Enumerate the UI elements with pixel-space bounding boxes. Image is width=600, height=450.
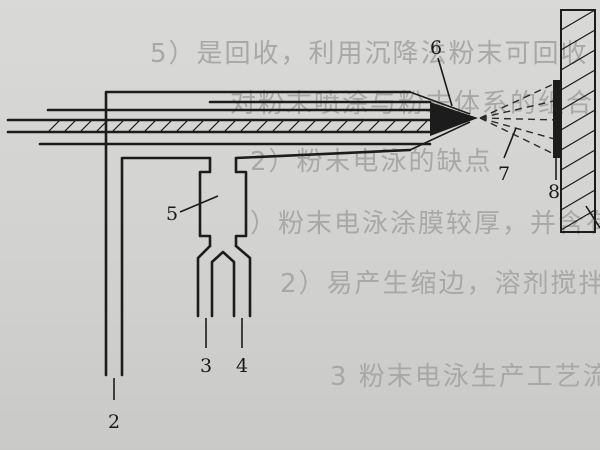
inlet-4-outer	[234, 244, 252, 318]
background-line-6: 3 粉末电泳生产工艺流程	[330, 362, 600, 392]
wall-edge-line	[585, 205, 600, 229]
pipe-2-outer-wall	[104, 90, 412, 377]
workpiece-wall	[560, 9, 596, 233]
label-3: 3	[200, 355, 212, 377]
background-text: 5）是回收，利用沉降法粉末可回收 对粉末喷涂与粉末体系的组合 2）粉末电泳的缺点…	[150, 39, 600, 392]
spray-line-1	[479, 81, 559, 119]
label-4: 4	[236, 355, 248, 377]
electrode-rod	[6, 118, 432, 134]
spray-line-4	[479, 117, 559, 141]
leader-5	[179, 195, 219, 213]
chamber-right-wall	[234, 156, 248, 248]
label-6: 6	[430, 37, 442, 59]
barrel-bottom-right	[234, 148, 412, 160]
label-2: 2	[108, 411, 120, 433]
coating-layer	[553, 80, 561, 158]
spray-line-5	[479, 117, 559, 157]
gun-outer-pipe	[38, 90, 432, 377]
spray-line-3	[479, 117, 559, 121]
leader-6	[437, 57, 453, 107]
spray-line-2	[479, 99, 559, 119]
leader-7	[503, 127, 517, 159]
rod-hatching	[47, 119, 429, 133]
workpiece	[553, 9, 600, 233]
background-line-4: ）粉末电泳涂膜较厚，并含有水分	[250, 209, 600, 239]
leader-lines	[113, 57, 557, 400]
inlet-3-outer	[196, 244, 212, 318]
label-7: 7	[498, 163, 510, 185]
pipe-2-inner-wall	[120, 156, 212, 377]
mixing-chamber	[196, 156, 252, 318]
nozzle-lower-taper	[409, 121, 471, 151]
label-8: 8	[548, 181, 560, 203]
part-labels: 6 7 8 5 2 3 4	[108, 37, 560, 433]
nozzle	[409, 91, 478, 151]
background-line-5: 2）易产生缩边，溶剂搅拌不均也会	[280, 269, 600, 299]
nozzle-upper-taper	[409, 91, 471, 115]
background-line-1: 5）是回收，利用沉降法粉末可回收	[150, 39, 589, 69]
label-5: 5	[166, 203, 178, 225]
nozzle-tip	[430, 102, 478, 136]
background-line-2: 对粉末喷涂与粉末体系的组合	[230, 89, 594, 119]
inlet-divider	[210, 250, 236, 318]
wall-hatching	[560, 9, 596, 231]
spray-cone	[479, 81, 559, 157]
